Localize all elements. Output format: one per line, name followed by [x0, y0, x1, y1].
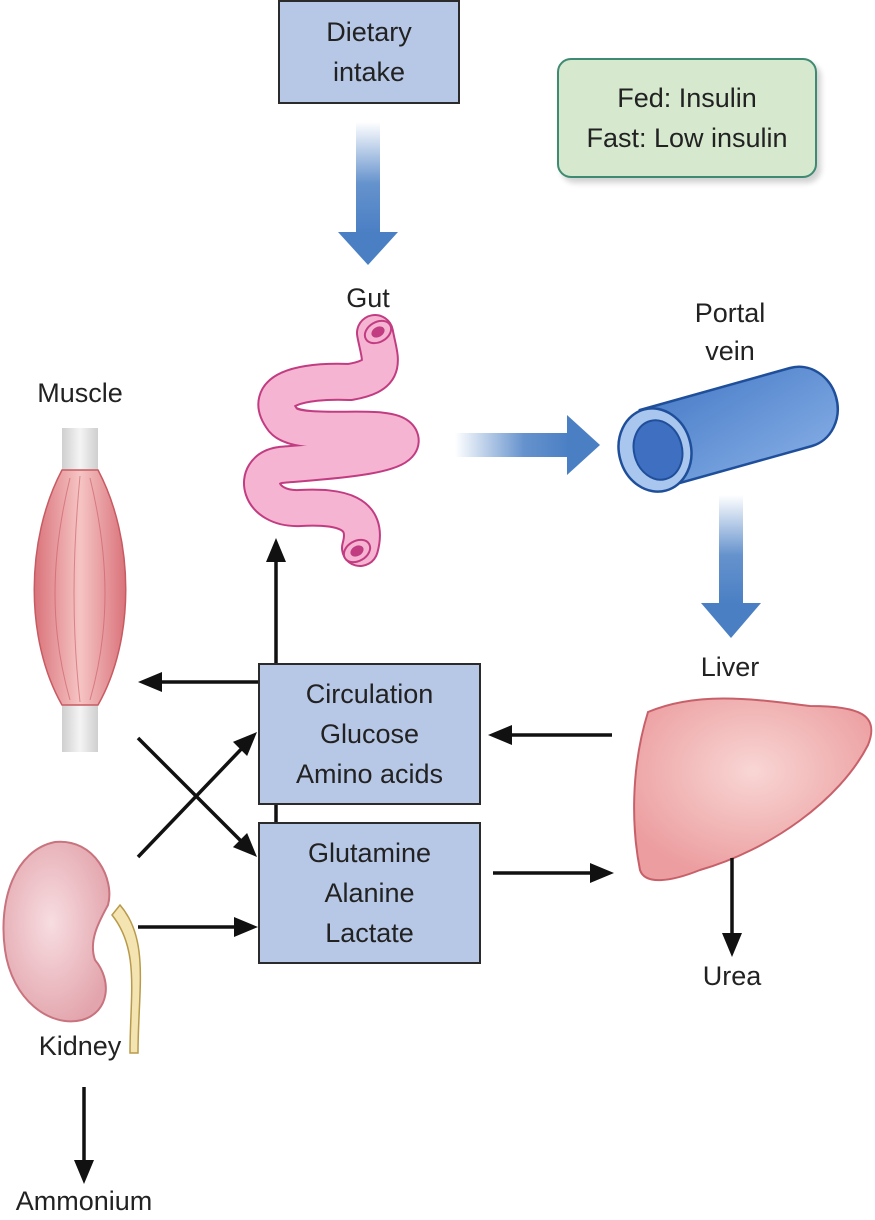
arrowhead-muscle	[138, 672, 162, 692]
dietary-intake-box: Dietary intake	[278, 0, 460, 104]
arrowhead-circulation-left	[232, 732, 257, 757]
arrowhead-metabolites-left	[232, 832, 257, 857]
dietary-intake-line-2: intake	[332, 57, 406, 87]
arrowhead-gut	[266, 538, 286, 562]
circulation-line-1: Circulation	[305, 679, 434, 709]
portal-vein-line-2: vein	[705, 336, 755, 366]
hormone-state-note: Fed: Insulin Fast: Low insulin	[557, 58, 817, 178]
arrow-muscle-to-metabolites	[136, 736, 250, 850]
portal-vein-line-1: Portal	[694, 298, 766, 328]
arrowhead-urea	[722, 933, 742, 957]
liver-illustration	[633, 697, 873, 882]
urea-label: Urea	[702, 961, 762, 991]
liver-label: Liver	[700, 652, 760, 682]
muscle-illustration	[33, 428, 127, 752]
flow-arrow-portal-vein-to-liver	[701, 495, 761, 638]
circulation-box: Circulation Glucose Amino acids	[258, 663, 481, 805]
circulation-line-3: Amino acids	[295, 759, 444, 789]
metabolites-line-1: Glutamine	[307, 838, 432, 868]
flow-arrow-dietary-to-gut	[338, 122, 398, 265]
gut-label: Gut	[346, 283, 390, 313]
arrowhead-ammonium	[74, 1160, 94, 1184]
portal-vein-label: Portal vein	[670, 294, 790, 370]
arrowhead-circulation-right	[488, 725, 512, 745]
kidney-illustration	[2, 840, 142, 1054]
arrowhead-metabolites-kidney	[234, 917, 258, 937]
metabolites-line-2: Alanine	[324, 878, 415, 908]
kidney-label: Kidney	[38, 1031, 122, 1061]
circulation-line-2: Glucose	[319, 719, 420, 749]
metabolites-line-3: Lactate	[325, 918, 414, 948]
gut-illustration	[243, 314, 420, 567]
muscle-label: Muscle	[37, 378, 123, 408]
metabolites-box: Glutamine Alanine Lactate	[258, 822, 481, 964]
flow-arrow-gut-to-portal-vein	[455, 415, 600, 475]
fed-state-label: Fed: Insulin	[617, 83, 757, 113]
portal-vein-illustration	[617, 365, 839, 493]
arrowhead-liver	[590, 863, 614, 883]
ammonium-label: Ammonium	[15, 1186, 153, 1216]
arrow-kidney-to-circulation	[136, 740, 250, 859]
dietary-intake-line-1: Dietary	[326, 17, 412, 47]
fast-state-label: Fast: Low insulin	[586, 123, 788, 153]
